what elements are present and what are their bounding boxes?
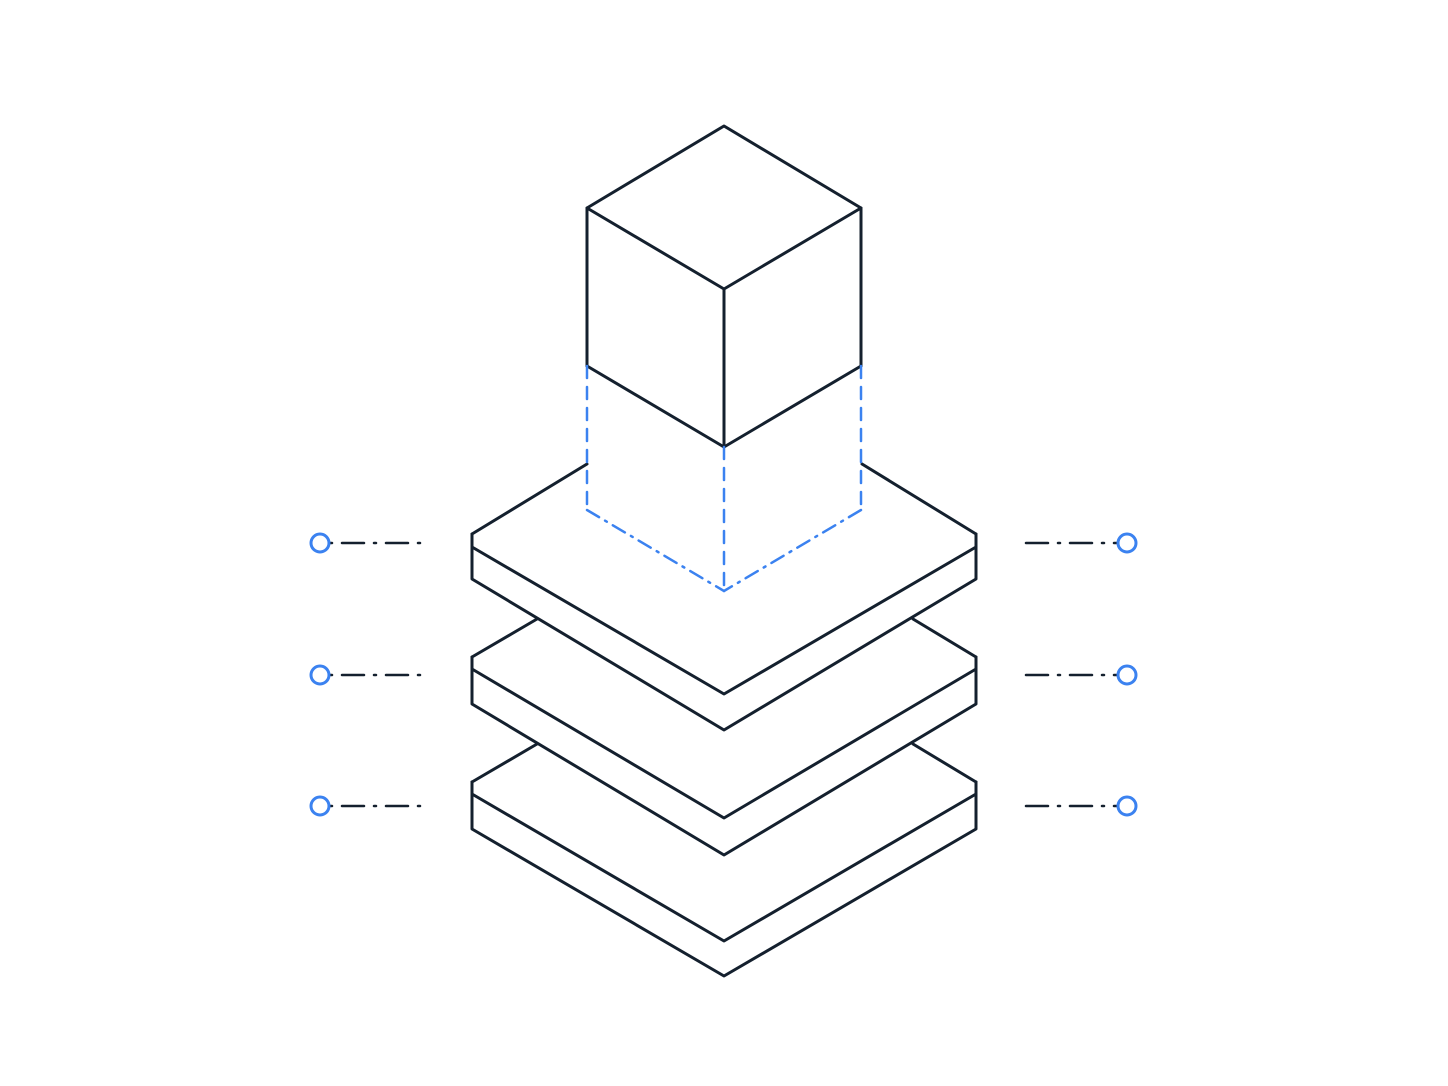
cube-top-face — [585, 124, 863, 291]
layer-top — [470, 462, 978, 732]
connector-right-2-node — [1116, 664, 1138, 686]
layer-bottom-top-right-edge — [911, 742, 978, 784]
layer-middle-front-top-edge — [470, 655, 978, 820]
layer-bottom-front-top-edge — [470, 780, 978, 943]
connector-right-3 — [1024, 795, 1138, 817]
layer-top-front-top-edge — [470, 532, 978, 696]
layer-middle-front-bottom-edge — [470, 667, 978, 857]
connectors-right — [1024, 532, 1138, 817]
connector-right-3-node — [1116, 795, 1138, 817]
layer-top-front-bottom-edge — [470, 545, 978, 732]
connector-left-3 — [309, 795, 424, 817]
layer-top-top-left-edge — [470, 462, 589, 536]
cube-projection — [585, 364, 863, 593]
cube-projection-base-right — [722, 508, 863, 593]
layer-middle — [470, 617, 978, 857]
layer-top-top-right-edge — [860, 462, 978, 536]
connector-left-3-node — [309, 795, 331, 817]
connector-left-2-node — [309, 664, 331, 686]
layer-middle-top-right-edge — [911, 617, 978, 659]
layer-bottom-front-bottom-edge — [470, 780, 978, 978]
connector-right-1 — [1024, 532, 1138, 554]
cube — [585, 124, 863, 449]
connectors-left — [309, 532, 424, 817]
layer-bottom — [470, 742, 978, 978]
connector-left-2 — [309, 664, 424, 686]
layer-middle-top-left-edge — [470, 617, 539, 659]
layer-bottom-top-left-edge — [470, 742, 539, 784]
cube-projection-base-left — [585, 508, 726, 593]
connector-right-2 — [1024, 664, 1138, 686]
connector-left-1-node — [309, 532, 331, 554]
connector-left-1 — [309, 532, 424, 554]
connector-right-1-node — [1116, 532, 1138, 554]
